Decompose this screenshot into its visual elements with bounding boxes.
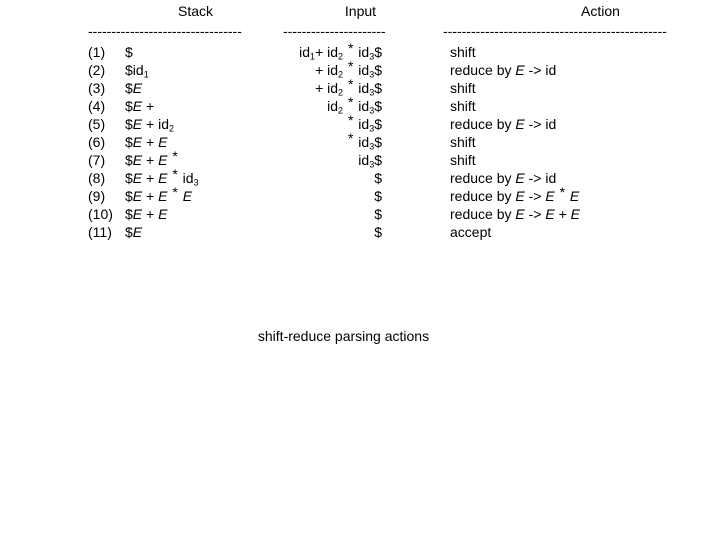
column-rule-action: ----------------------------------------… (443, 24, 667, 38)
stack-contents: $E + E * (125, 147, 178, 168)
table-row: (5) $E + id2 * id3$ reduce by E -> id (0, 111, 720, 134)
parser-action: reduce by E -> id (450, 116, 557, 132)
remaining-input: id3$ (358, 152, 382, 170)
stack-contents: $E (125, 224, 143, 240)
stack-contents: $E + id2 (125, 116, 175, 134)
remaining-input: + id2 * id3$ (315, 57, 382, 80)
parser-action: reduce by E -> id (450, 170, 557, 186)
parser-action: shift (450, 152, 476, 168)
step-number: (10) (88, 206, 113, 222)
remaining-input: * id3$ (347, 129, 382, 152)
step-number: (8) (88, 170, 106, 186)
parser-action: shift (450, 134, 476, 150)
table-row: (4) $E + id2 * id3$ shift (0, 93, 720, 116)
column-header-action: Action (581, 3, 620, 19)
step-number: (2) (88, 62, 106, 78)
parser-action: shift (450, 80, 476, 96)
step-number: (5) (88, 116, 106, 132)
parser-action: accept (450, 224, 492, 240)
stack-contents: $E (125, 80, 143, 96)
column-header-input: Input (344, 3, 377, 19)
table-row: (7) $E + E * id3$ shift (0, 147, 720, 170)
parser-action: reduce by E -> E * E (450, 183, 580, 204)
remaining-input: $ (374, 224, 382, 240)
table-row: (6) $E + E * id3$ shift (0, 129, 720, 152)
remaining-input: id1+ id2 * id3$ (299, 39, 382, 62)
remaining-input: $ (374, 206, 382, 222)
step-number: (9) (88, 188, 106, 204)
table-row: (2) $id1 + id2 * id3$ reduce by E -> id (0, 57, 720, 80)
table-row: (8) $E + E * id3 $ reduce by E -> id (0, 165, 720, 188)
remaining-input: * id3$ (347, 111, 382, 134)
remaining-input: $ (374, 188, 382, 204)
step-number: (7) (88, 152, 106, 168)
parser-action: shift (450, 98, 476, 114)
remaining-input: $ (374, 170, 382, 186)
table-row: (11) $E $ accept (0, 223, 720, 241)
stack-contents: $E + E * id3 (125, 165, 199, 188)
stack-contents: $E + E (125, 134, 168, 150)
stack-contents: $E + E (125, 206, 168, 222)
stack-contents: $E + (125, 98, 155, 114)
step-number: (11) (88, 224, 112, 240)
parser-action: shift (450, 44, 476, 60)
stack-contents: $E + E * E (125, 183, 193, 204)
remaining-input: + id2 * id3$ (315, 75, 382, 98)
table-row: (1) $ id1+ id2 * id3$ shift (0, 39, 720, 62)
step-number: (1) (88, 44, 106, 60)
step-number: (3) (88, 80, 106, 96)
column-rule-input: ---------------------- (283, 24, 386, 38)
step-number: (4) (88, 98, 106, 114)
stack-contents: $id1 (125, 62, 149, 80)
parser-action: reduce by E -> id (450, 62, 557, 78)
step-number: (6) (88, 134, 106, 150)
remaining-input: id2 * id3$ (327, 93, 382, 116)
parser-action: reduce by E -> E + E (450, 206, 580, 222)
table-row: (3) $E + id2 * id3$ shift (0, 75, 720, 98)
parsing-steps-table: (1)$id1+ id2 * id3$shift(2)$id1+ id2 * i… (0, 39, 720, 241)
table-row: (9) $E + E * E $ reduce by E -> E * E (0, 183, 720, 205)
figure-caption: shift-reduce parsing actions (257, 328, 430, 344)
table-row: (10) $E + E $ reduce by E -> E + E (0, 205, 720, 223)
column-rule-stack: --------------------------------- (88, 24, 242, 38)
stack-contents: $ (125, 44, 133, 60)
column-header-stack: Stack (177, 3, 213, 19)
